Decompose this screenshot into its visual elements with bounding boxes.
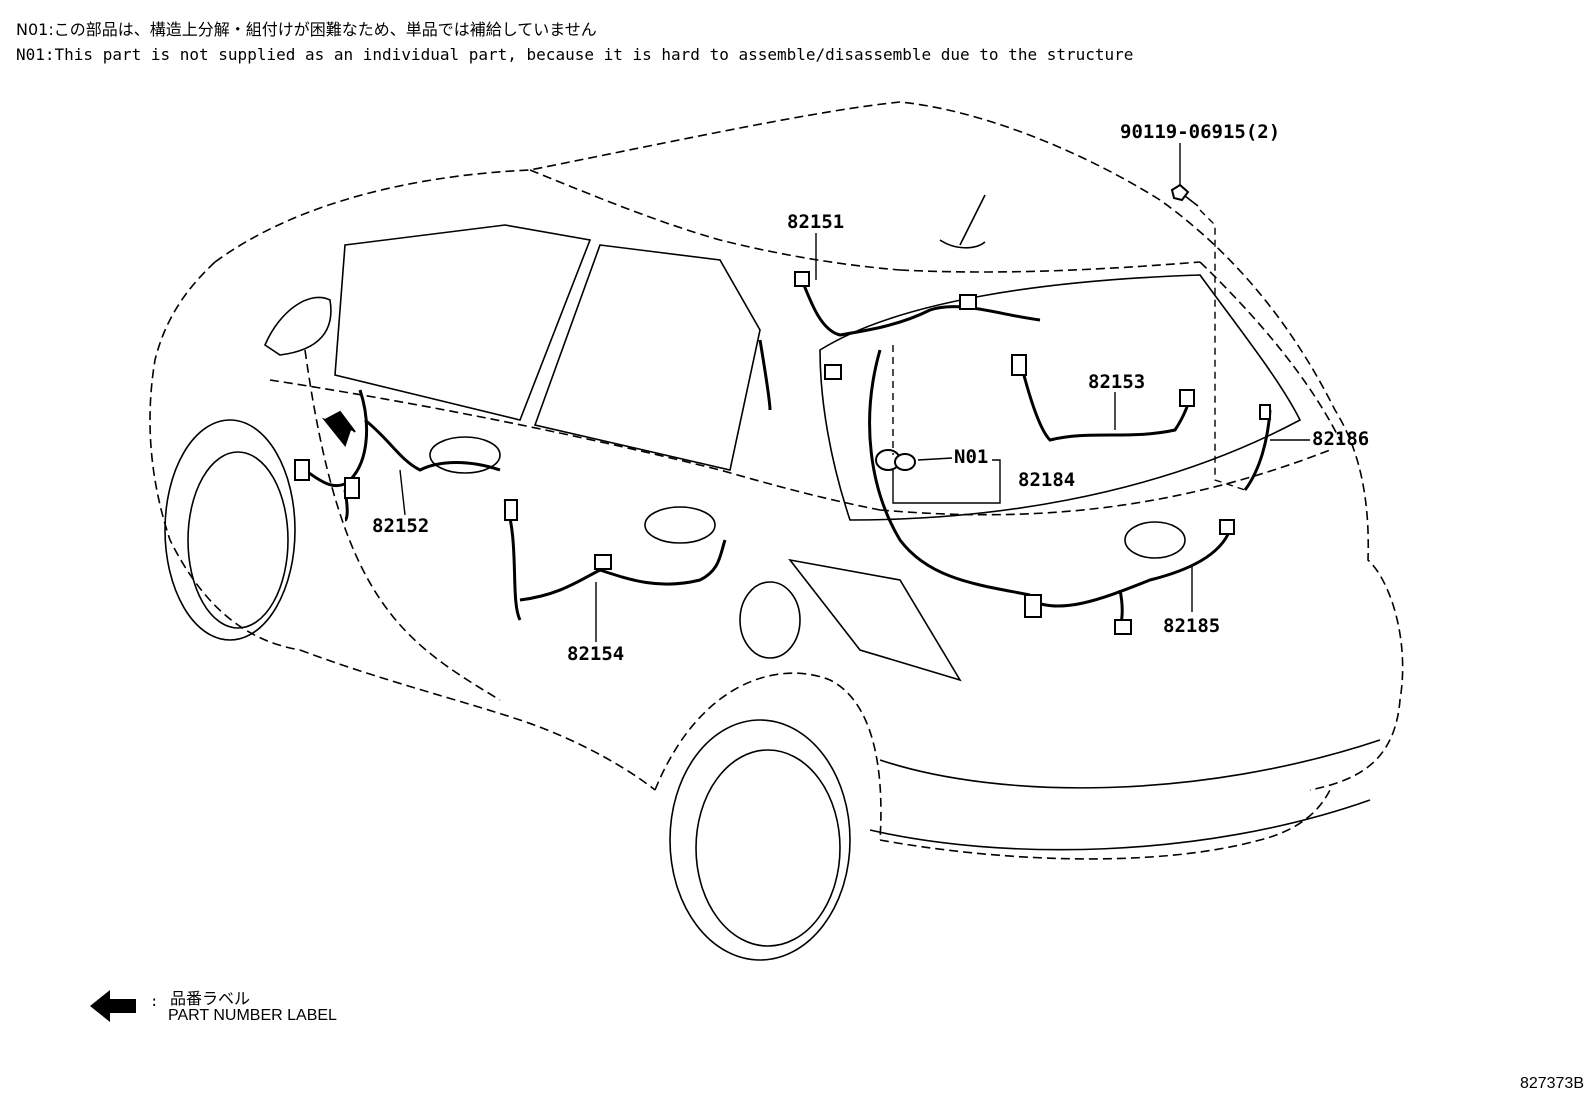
callout-82154: 82154 — [567, 643, 624, 665]
callout-n01: N01 — [954, 446, 988, 468]
connector — [504, 499, 518, 521]
connector — [959, 294, 977, 310]
leader-82184 — [892, 459, 1001, 504]
connector — [344, 477, 360, 499]
door-handle-rear — [644, 506, 716, 544]
emblem — [1124, 521, 1186, 559]
harness-82152 — [298, 389, 501, 522]
tail-light — [788, 558, 962, 682]
connector — [1024, 594, 1042, 618]
legend-separator: : — [150, 994, 159, 1010]
leader-82152 — [399, 469, 406, 516]
antenna — [939, 194, 986, 249]
window-outlines — [334, 224, 1302, 521]
harness-82153 — [1018, 359, 1192, 442]
note-japanese: N01:この部品は、構造上分解・組付けが困難なため、単品では補給していません — [16, 20, 597, 39]
harness-82151 — [758, 274, 1041, 411]
part-number-label-arrow-icon — [90, 990, 136, 1022]
note-english: N01:This part is not supplied as an indi… — [16, 45, 1134, 64]
label-arrow-icon — [321, 410, 356, 448]
leader-bolt-dashed — [1199, 209, 1246, 491]
harness-82154 — [503, 499, 727, 621]
callout-82151: 82151 — [787, 211, 844, 233]
door-handle-front — [429, 436, 501, 474]
rear-wheel — [669, 719, 851, 961]
callout-82185: 82185 — [1163, 615, 1220, 637]
connector — [294, 459, 310, 481]
callout-82186: 82186 — [1312, 428, 1369, 450]
grommet — [894, 453, 916, 471]
connector — [594, 554, 612, 570]
callout-82184: 82184 — [1018, 469, 1075, 491]
mirror — [264, 296, 332, 356]
connector — [824, 364, 842, 380]
legend-label-japanese: 品番ラベル — [170, 989, 251, 1008]
connector — [1011, 354, 1027, 376]
leader-n01 — [917, 457, 953, 461]
connector — [794, 271, 810, 287]
callout-bolt: 90119-06915(2) — [1120, 121, 1280, 143]
connector — [1259, 404, 1271, 420]
legend-label-english: PART NUMBER LABEL — [168, 1007, 337, 1024]
connector — [1219, 519, 1235, 535]
rear-bumper — [869, 739, 1381, 851]
fuel-door — [739, 581, 801, 659]
connector — [1114, 619, 1132, 635]
callout-82152: 82152 — [372, 515, 429, 537]
diagram-id: 827373B — [1519, 1075, 1584, 1092]
callout-82153: 82153 — [1088, 371, 1145, 393]
car-body-outline — [149, 101, 1404, 860]
connector — [1179, 389, 1195, 407]
harness-82184 — [868, 349, 1031, 597]
bolt-icon — [1170, 183, 1199, 207]
front-wheel — [164, 419, 296, 641]
